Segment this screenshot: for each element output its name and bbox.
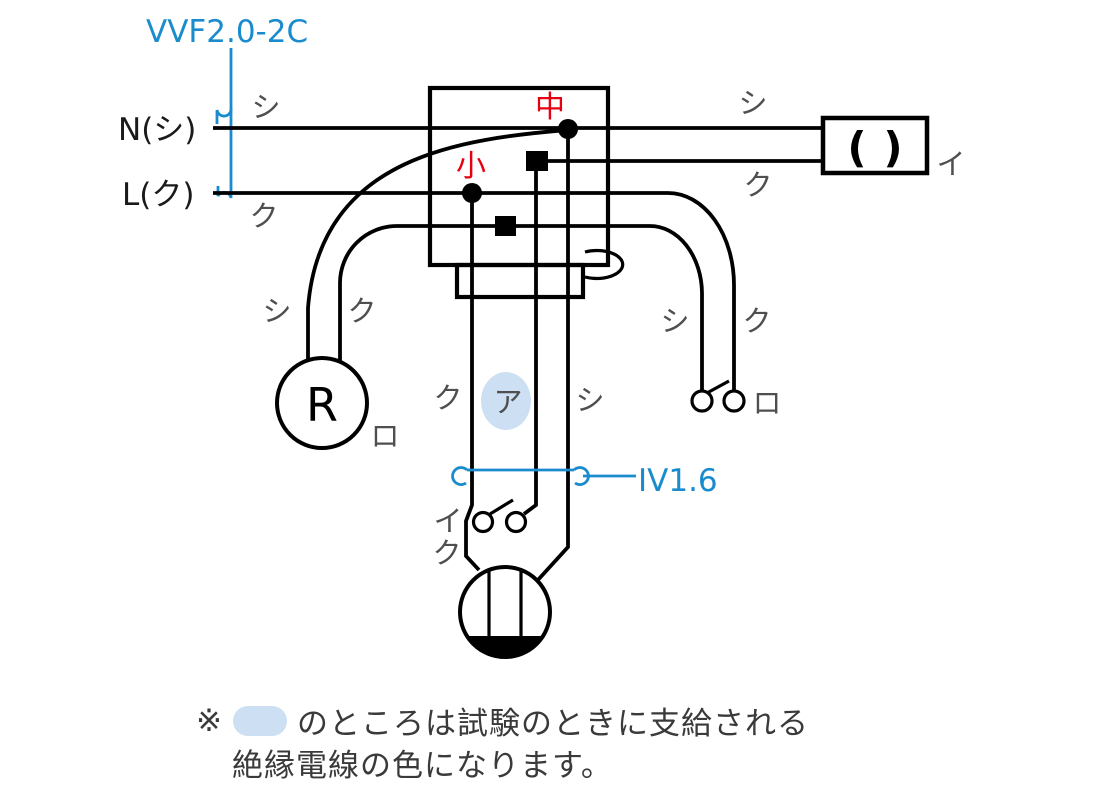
right-switch-terminal-left [690,389,714,413]
receptacle-neutral-wire-color: シ [262,294,291,328]
right-switch [690,379,746,413]
receptacle-switched-wire-color: ク [347,294,376,328]
color-sample-pill [232,705,287,736]
source-neutral-label: N(シ) [118,112,196,148]
right-switch-terminal-right [722,389,746,413]
iv-wire-bracket [451,466,636,486]
conduit-given-color-wire [522,171,538,516]
receptacle-neutral-curve [306,128,567,361]
small-sleeve-dot [462,183,482,203]
medium-sleeve-label: 中 [535,90,565,125]
bottom-switch [471,498,528,534]
iv-wire-label: IV1.6 [638,463,718,499]
conduit-given-wire-color: ア [493,385,522,419]
receptacle-hot-and-switch-return-wire [338,224,704,391]
connector-square-receptacle [495,216,516,236]
small-sleeve-label: 小 [456,149,486,184]
conduit-feed-wire [464,199,481,572]
receptacle-circuit-label: ロ [370,419,399,453]
vvf-marker-hook [215,107,233,124]
bottom-switch-terminal-right [504,510,528,534]
source-neutral-wire-color: シ [251,90,280,124]
right-switch-circuit-label: ロ [752,386,781,420]
cable-slack-loop [584,248,625,281]
exposed-outlet-base [467,636,543,657]
bottom-switch-circuit-label: イ [433,504,462,538]
right-switch-feed-wire-color: ク [742,304,771,338]
exposed-outlet-slots [487,571,523,636]
source-live-label: L(ク) [122,177,194,213]
lamp-receptacle [275,356,369,450]
vvf-marker-line [216,48,233,199]
footnote-line2: 絶縁電線の色になります。 [232,748,613,784]
conduit-connector [454,262,586,300]
right-switch-return-wire-color: シ [660,304,689,338]
exposed-outlet-body [458,565,552,659]
bottom-switch-feed-wire-color: ク [432,536,461,570]
connector-square-fixture [526,151,548,171]
right-switch-feed-wire [608,191,736,391]
omitted-fixture-open-paren: ( [847,123,866,172]
footnote-line1: ※ のところは試験のときに支給される [196,698,809,743]
fixture-circuit-label: イ [936,147,965,181]
omitted-fixture-close-paren: ) [883,123,902,172]
omitted-fixture-box [820,115,930,176]
conduit-neutral-wire [535,134,570,583]
footnote-mark: ※ [196,702,223,739]
fixture-neutral-wire-color: シ [738,86,767,120]
exposed-outlet [458,565,552,659]
lamp-receptacle-letter: R [306,378,338,432]
conduit-neutral-wire-color: シ [575,383,604,417]
bottom-switch-lever [489,498,514,516]
conduit-feed-wire-color: ク [433,381,462,415]
vvf-cable-marker [215,48,233,199]
iv-bracket-left-curl [451,466,468,486]
bottom-switch-terminal-left [471,510,495,534]
medium-sleeve-dot [558,119,578,139]
source-live-wire-color: ク [249,199,278,233]
footnote-text1: のところは試験のときに支給される [296,706,809,742]
given-color-highlight [481,372,531,430]
right-switch-lever [706,379,730,395]
fixture-switched-wire-color: ク [743,168,772,202]
vvf-cable-label: VVF2.0-2C [146,14,308,50]
